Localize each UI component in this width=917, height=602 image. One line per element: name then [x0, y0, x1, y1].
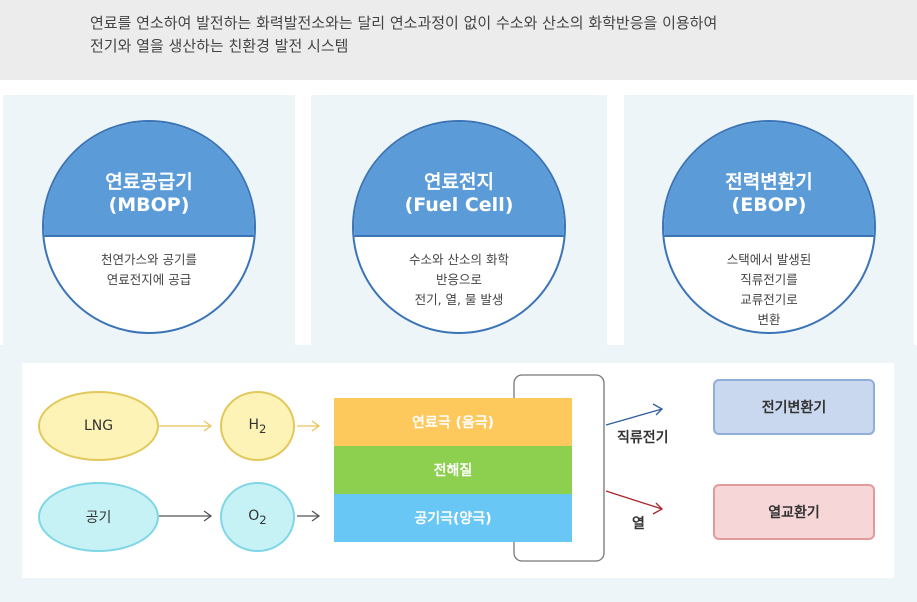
- lng-to-h2-arrowhead: [203, 420, 213, 432]
- heat-exchanger-box: 열교환기: [713, 484, 875, 540]
- anode-label: 연료극 (음극): [411, 415, 495, 431]
- ebop-circle-header: [664, 122, 874, 237]
- mbop-desc-line: 연료전지에 공급: [106, 272, 192, 287]
- mbop-title: 연료공급기: [105, 171, 193, 193]
- mbop-desc-line: 천연가스와 공기를: [101, 252, 197, 267]
- dc-output-arrowhead: [652, 403, 664, 416]
- cathode-layer: 공기극(양극): [334, 494, 572, 542]
- cathode-label: 공기극(양극): [414, 511, 492, 527]
- fuel-cell-description: 수소와 산소의 화학 반응으로 전기, 열, 물 발생: [354, 250, 564, 310]
- fuel-cell-subtitle: (Fuel Cell): [404, 194, 514, 216]
- mbop-circle-header: [44, 122, 254, 237]
- fuel-cell-desc-line: 반응으로: [435, 272, 482, 287]
- h2-subscript: 2: [259, 421, 267, 436]
- fuel-cell-title: 연료전지: [424, 171, 494, 193]
- process-diagram: LNG 공기 H2 O2 연료극 (음극) 전해질 공기극(양극) 직류전기 열…: [22, 363, 894, 578]
- o2-label: O2: [248, 508, 266, 527]
- intro-banner: 연료를 연소하여 발전하는 화력발전소와는 달리 연소과정이 없이 수소와 산소…: [0, 0, 917, 80]
- electrolyte-label: 전해질: [433, 463, 473, 479]
- fuel-cell-desc-line: 전기, 열, 물 발생: [414, 292, 504, 307]
- mbop-circle: 연료공급기 (MBOP) 천연가스와 공기를 연료전지에 공급: [42, 120, 256, 334]
- fuel-cell-desc-line: 수소와 산소의 화학: [409, 252, 509, 267]
- mbop-description: 천연가스와 공기를 연료전지에 공급: [44, 250, 254, 290]
- ebop-desc-line: 교류전기로: [740, 292, 798, 307]
- lng-label: LNG: [83, 418, 114, 434]
- heat-exchanger-label: 열교환기: [768, 505, 820, 521]
- fuel-cell-circle-header: [354, 122, 564, 237]
- ebop-desc-line: 변환: [757, 312, 781, 327]
- mbop-subtitle: (MBOP): [108, 194, 190, 216]
- air-label: 공기: [85, 510, 112, 526]
- ebop-circle: 전력변환기 (EBOP) 스택에서 발생된 직류전기를 교류전기로 변환: [662, 120, 876, 334]
- anode-layer: 연료극 (음극): [334, 398, 572, 446]
- lng-node: LNG: [38, 391, 159, 461]
- h2-node: H2: [220, 391, 295, 461]
- o2-subscript: 2: [259, 512, 267, 527]
- air-node: 공기: [38, 482, 159, 552]
- ebop-desc-line: 스택에서 발생된: [726, 252, 812, 267]
- inverter-label: 전기변환기: [761, 400, 827, 416]
- h2-to-anode-arrowhead: [311, 420, 321, 432]
- panel-mbop: 연료공급기 (MBOP) 천연가스와 공기를 연료전지에 공급: [3, 95, 295, 397]
- ebop-description: 스택에서 발생된 직류전기를 교류전기로 변환: [664, 250, 874, 330]
- electrolyte-layer: 전해질: [334, 446, 572, 494]
- air-to-o2-arrowhead: [203, 510, 213, 522]
- intro-text: 연료를 연소하여 발전하는 화력발전소와는 달리 연소과정이 없이 수소와 산소…: [90, 12, 717, 58]
- o2-to-cathode-arrowhead: [311, 510, 321, 522]
- fuel-cell-circle: 연료전지 (Fuel Cell) 수소와 산소의 화학 반응으로 전기, 열, …: [352, 120, 566, 334]
- ebop-subtitle: (EBOP): [731, 194, 807, 216]
- o2-base: O: [248, 507, 260, 524]
- h2-label: H2: [249, 417, 267, 436]
- ebop-title: 전력변환기: [725, 171, 813, 193]
- heat-output-arrow: [605, 490, 663, 510]
- h2-base: H: [248, 416, 260, 433]
- dc-output-arrow: [605, 408, 663, 426]
- heat-label: 열: [632, 516, 645, 532]
- dc-label: 직류전기: [617, 430, 669, 446]
- intro-line-2: 전기와 열을 생산하는 친환경 발전 시스템: [90, 37, 349, 55]
- inverter-box: 전기변환기: [713, 379, 875, 435]
- heat-output-arrowhead: [652, 502, 664, 515]
- o2-node: O2: [220, 482, 295, 552]
- ebop-desc-line: 직류전기를: [740, 272, 798, 287]
- intro-line-1: 연료를 연소하여 발전하는 화력발전소와는 달리 연소과정이 없이 수소와 산소…: [90, 14, 718, 32]
